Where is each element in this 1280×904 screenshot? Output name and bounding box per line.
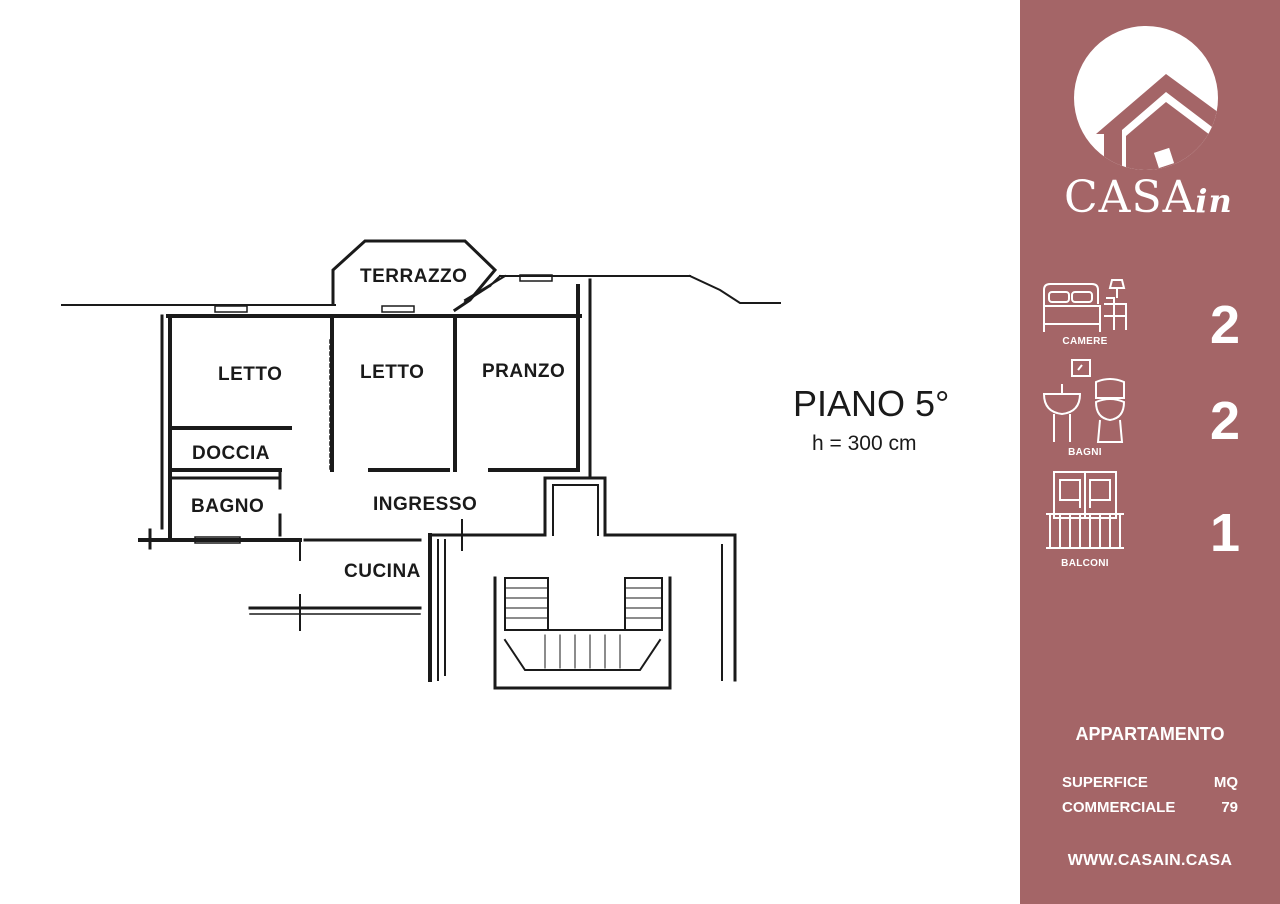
- website-link[interactable]: WWW.CASAIN.CASA: [1067, 852, 1233, 869]
- room-label-letto-2: LETTO: [360, 362, 424, 383]
- room-label-terrazzo: TERRAZZO: [360, 266, 467, 287]
- brand-name: CASAin: [1064, 172, 1233, 223]
- floor-plan-area: TERRAZZO LETTO LETTO PRANZO DOCCIA BAGNO…: [61, 239, 950, 690]
- property-type: APPARTAMENTO: [1075, 724, 1225, 744]
- floor-height: h = 300 cm: [812, 432, 916, 455]
- surface-row-1: SUPERFICE MQ: [1062, 774, 1238, 791]
- bed-icon: [1043, 279, 1127, 332]
- room-label-cucina: CUCINA: [344, 561, 421, 582]
- surface-unit: MQ: [1213, 774, 1238, 791]
- surface-value: 79: [1221, 799, 1238, 816]
- bathroom-icon: [1042, 359, 1126, 443]
- feature-label-bagni: BAGNI: [1068, 447, 1102, 458]
- room-label-pranzo: PRANZO: [482, 361, 565, 382]
- floor-title: PIANO 5°: [793, 383, 949, 424]
- room-label-ingresso: INGRESSO: [373, 494, 477, 515]
- feature-count-bagni: 2: [1209, 391, 1240, 451]
- brand-name-suffix: in: [1195, 182, 1233, 220]
- room-label-bagno: BAGNO: [191, 496, 264, 517]
- house-logo-icon: [1074, 26, 1218, 170]
- feature-count-camere: 2: [1209, 295, 1240, 355]
- surface-row-2: COMMERCIALE 79: [1062, 799, 1238, 816]
- floor-plan-windows: [194, 274, 553, 544]
- room-label-letto-1: LETTO: [218, 364, 282, 385]
- room-label-doccia: DOCCIA: [192, 443, 270, 464]
- sidebar-panel: CASAin CAMERE 2: [1020, 0, 1280, 904]
- brand-name-main: CASA: [1064, 172, 1196, 223]
- feature-count-balconi: 1: [1209, 503, 1240, 563]
- floor-plan-walls: [61, 239, 781, 690]
- feature-label-camere: CAMERE: [1062, 336, 1108, 347]
- balcony-icon: [1046, 471, 1124, 549]
- floor-plan-drawing: TERRAZZO LETTO LETTO PRANZO DOCCIA BAGNO…: [61, 239, 949, 690]
- feature-label-balconi: BALCONI: [1061, 558, 1109, 569]
- surface-label-line1: SUPERFICE: [1062, 774, 1148, 791]
- surface-label-line2: COMMERCIALE: [1062, 799, 1176, 816]
